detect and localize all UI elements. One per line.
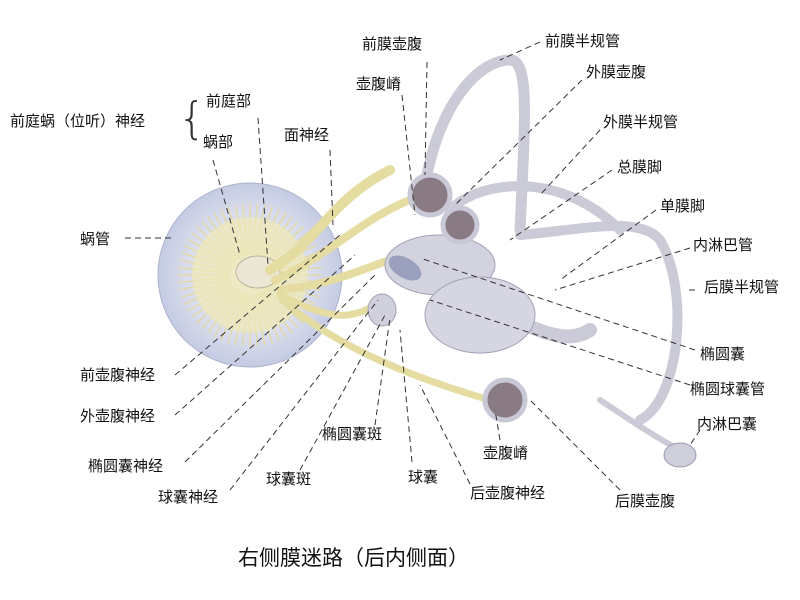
label-saccular-nerve: 球囊神经 [158, 488, 219, 506]
label-endolymphatic-duct: 内淋巴管 [693, 236, 754, 254]
label-vestibular-part: 前庭部 [206, 92, 252, 110]
label-utriculosaccular-duct: 椭圆球囊管 [690, 380, 766, 398]
brace-symbol: { [178, 93, 206, 144]
label-anterior-ampulla: 前膜壶腹 [362, 35, 423, 53]
label-utricular-nerve: 椭圆囊神经 [88, 457, 164, 475]
label-lateral-ampullary-nerve: 外壶腹神经 [80, 407, 156, 425]
label-lateral-ampulla: 外膜壶腹 [586, 63, 647, 81]
label-anterior-ampullary-nerve: 前壶腹神经 [80, 366, 156, 384]
endolymphatic-sac-shape [663, 442, 697, 468]
label-saccule: 球囊 [408, 468, 439, 486]
label-facial-nerve: 面神经 [284, 126, 330, 144]
label-vestibulocochlear-nerve: 前庭蜗（位听）神经 [10, 112, 146, 130]
leader-lines [125, 41, 701, 491]
label-ampullary-crest-bottom: 壶腹嵴 [483, 444, 529, 462]
label-ampullary-crest-top: 壶腹嵴 [356, 75, 402, 93]
label-endolymphatic-sac: 内淋巴囊 [697, 415, 758, 433]
label-posterior-ampulla: 后膜壶腹 [615, 492, 676, 510]
anterior-ampulla-shape [407, 172, 453, 218]
label-simple-crus: 单膜脚 [660, 197, 706, 215]
posterior-ampulla-shape [482, 377, 528, 423]
label-utricle: 椭圆囊 [700, 345, 746, 363]
figure-caption: 右侧膜迷路（后内侧面） [238, 546, 469, 570]
lateral-ampulla-shape [440, 205, 480, 245]
label-anterior-canal: 前膜半规管 [545, 32, 621, 50]
semicircular-canals [419, 54, 683, 453]
label-cochlear-part: 蜗部 [203, 133, 234, 151]
label-cochlear-duct: 蜗管 [80, 230, 111, 248]
label-common-crus: 总膜脚 [617, 158, 663, 176]
label-posterior-canal: 后膜半规管 [704, 278, 780, 296]
label-saccular-macula: 球囊斑 [266, 470, 312, 488]
nerve-bundles [265, 165, 494, 404]
label-posterior-ampullary-nerve: 后壶腹神经 [470, 484, 546, 502]
label-lateral-canal: 外膜半规管 [603, 113, 679, 131]
saccule-shape [424, 276, 536, 354]
label-utricular-macula: 椭圆囊斑 [322, 425, 383, 443]
